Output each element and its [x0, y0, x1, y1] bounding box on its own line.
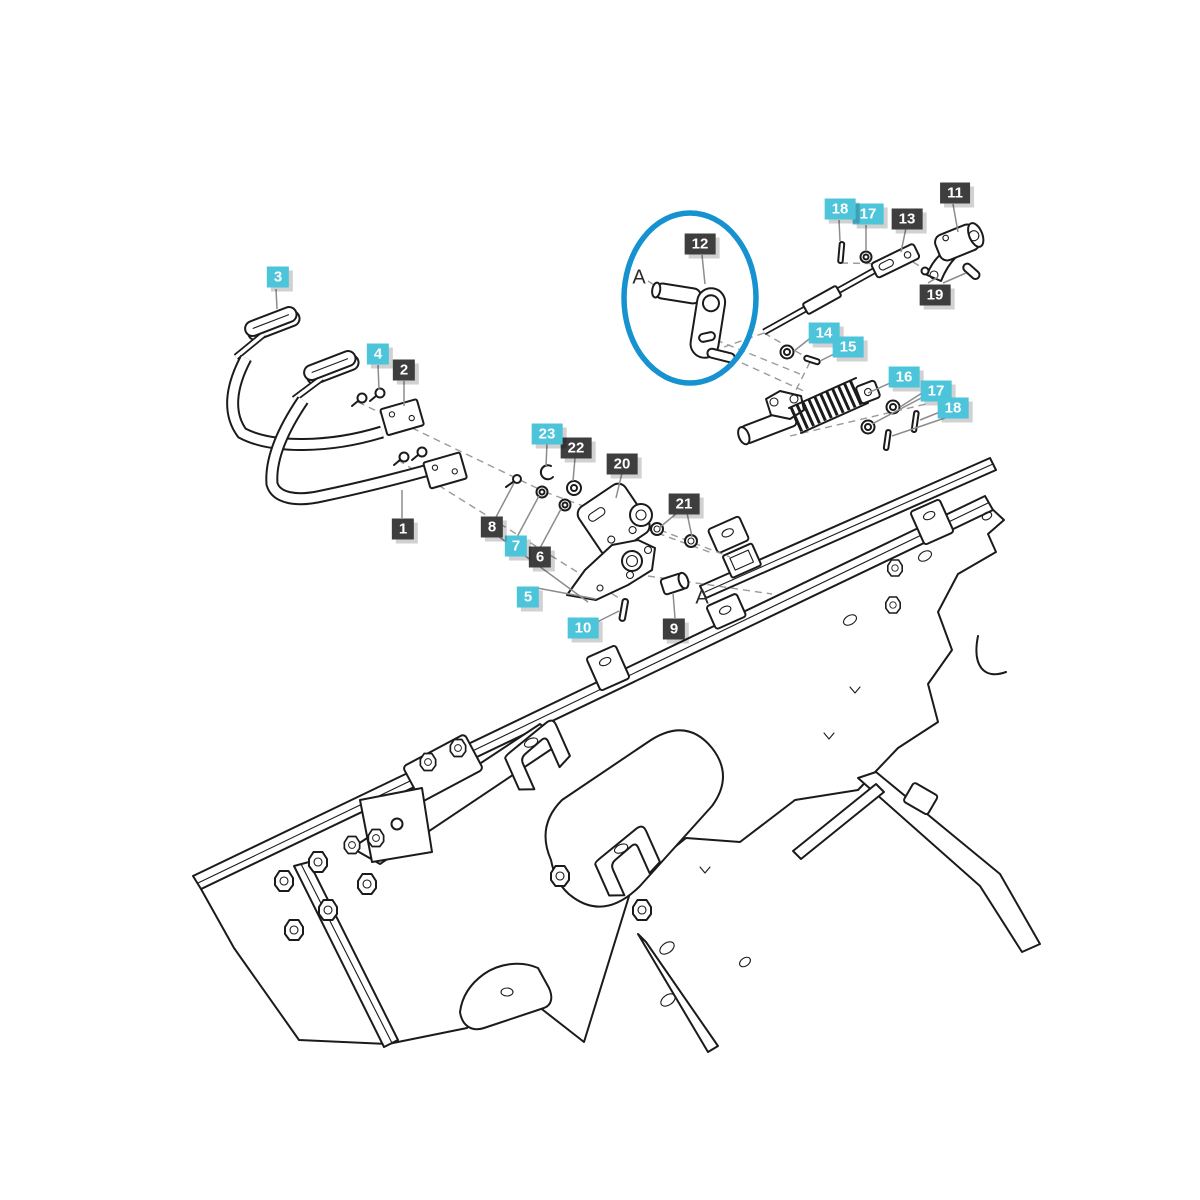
pedal-arm-lower — [265, 396, 468, 506]
pedal-bolts — [351, 387, 428, 466]
bushings-part-21 — [650, 522, 698, 548]
pin-part-18-second — [882, 429, 892, 451]
part-label-22: 22 — [560, 437, 592, 459]
rod-part-13 — [762, 243, 921, 336]
part-label-20: 20 — [606, 453, 638, 475]
pedal-pad-upper — [233, 306, 301, 360]
washer-part-14 — [779, 344, 795, 360]
part-label-10: 10 — [567, 617, 599, 639]
lever-plate — [566, 539, 656, 601]
part-label-17a: 17 — [852, 203, 884, 225]
part-label-19: 19 — [919, 284, 951, 306]
pin-part-18-top — [837, 241, 846, 265]
part-label-15: 15 — [832, 336, 864, 358]
crank-part-12 — [651, 281, 736, 364]
pin-part-10 — [618, 598, 629, 622]
washer-part-6 — [558, 498, 572, 512]
frame-holes — [659, 511, 993, 1007]
reference-letter-2: A — [695, 586, 709, 609]
part-label-16: 16 — [888, 366, 920, 388]
part-label-13: 13 — [891, 208, 923, 230]
reference-letter-1: A — [632, 266, 646, 289]
part-label-18a: 18 — [824, 198, 856, 220]
frame-illustration — [192, 495, 1041, 1053]
highlight-circle-part-12 — [621, 210, 759, 386]
support-bar — [699, 457, 997, 630]
part-label-7: 7 — [504, 535, 528, 557]
part-label-14: 14 — [808, 322, 840, 344]
part-label-12: 12 — [684, 233, 716, 255]
spring-assembly-part-16 — [737, 377, 881, 446]
bolt-part-8 — [505, 474, 522, 488]
spacer-part-9 — [659, 571, 690, 596]
bracket-part-20 — [576, 482, 653, 558]
snap-ring-part-23 — [539, 464, 554, 481]
leader-lines — [275, 203, 967, 624]
pin-part-19 — [962, 262, 981, 281]
pedal-arm-upper — [226, 354, 425, 451]
washer-part-17-bottom — [885, 399, 901, 415]
part-label-18b: 18 — [937, 397, 969, 419]
part-label-21: 21 — [668, 493, 700, 515]
pin-part-15 — [803, 354, 821, 366]
pedal-assembly — [226, 306, 468, 506]
part-label-3: 3 — [266, 266, 290, 288]
part-label-1: 1 — [391, 518, 415, 540]
part-label-23: 23 — [531, 423, 563, 445]
part-label-6: 6 — [528, 546, 552, 568]
frame-nuts — [274, 559, 904, 941]
part-label-8: 8 — [480, 516, 504, 538]
fastener-chain — [505, 464, 582, 512]
part-label-2: 2 — [392, 359, 416, 381]
washer-part-17-second — [860, 419, 876, 435]
part-label-17b: 17 — [920, 380, 952, 402]
part-label-11: 11 — [940, 182, 970, 204]
pin-part-18-bottom — [910, 410, 920, 433]
pedal-pad-lower — [291, 350, 360, 402]
part-label-9: 9 — [662, 618, 686, 640]
washer-part-17-top — [859, 250, 873, 264]
washer-part-22 — [566, 480, 582, 496]
part-label-5: 5 — [516, 586, 540, 608]
washer-part-7 — [535, 485, 549, 499]
part-label-4: 4 — [366, 343, 390, 365]
lever-part-11 — [920, 222, 985, 282]
